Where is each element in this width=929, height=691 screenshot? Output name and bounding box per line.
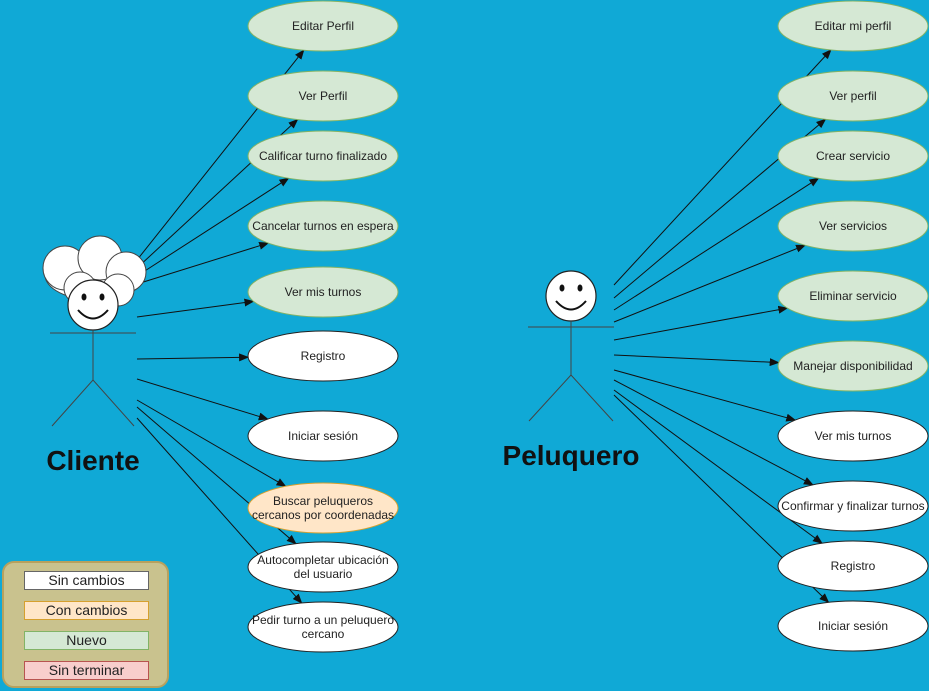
cliente-association-7 xyxy=(136,378,269,421)
use-case-ellipse[interactable] xyxy=(247,130,399,182)
use-case-label: Ver Perfil xyxy=(299,89,348,103)
peluquero-use-case-2[interactable]: Ver perfil xyxy=(777,70,929,122)
use-case-label: Registro xyxy=(831,559,876,573)
use-case-ellipse[interactable] xyxy=(247,0,399,52)
use-case-ellipse[interactable] xyxy=(247,541,399,593)
use-case-label: Ver mis turnos xyxy=(815,429,892,443)
use-case-ellipse[interactable] xyxy=(247,330,399,382)
cliente-use-case-1[interactable]: Editar Perfil xyxy=(247,0,399,52)
peluquero-association-5 xyxy=(613,305,789,341)
use-case-ellipse[interactable] xyxy=(777,70,929,122)
peluquero-association-8 xyxy=(613,379,814,486)
use-case-ellipse[interactable] xyxy=(777,600,929,652)
legend: Sin cambios Con cambios Nuevo Sin termin… xyxy=(2,561,169,688)
use-case-ellipse[interactable] xyxy=(247,410,399,462)
peluquero-use-case-9[interactable]: Registro xyxy=(777,540,929,592)
peluquero-use-case-1[interactable]: Editar mi perfil xyxy=(777,0,929,52)
cliente-actor: Cliente xyxy=(42,235,147,476)
use-case-label: Iniciar sesión xyxy=(818,619,888,633)
use-case-label: Ver servicios xyxy=(819,219,887,233)
use-case-label: Manejar disponibilidad xyxy=(793,359,912,373)
peluquero-association-6 xyxy=(613,354,780,367)
peluquero-use-case-5[interactable]: Eliminar servicio xyxy=(777,270,929,322)
use-case-label: Eliminar servicio xyxy=(809,289,897,303)
use-case-label: Ver mis turnos xyxy=(285,285,362,299)
legend-con-cambios: Con cambios xyxy=(24,601,149,620)
use-case-label: cercanos por coordenadas xyxy=(252,508,394,522)
use-case-label: Editar Perfil xyxy=(292,19,354,33)
use-case-label: cercano xyxy=(302,627,345,641)
use-case-ellipse[interactable] xyxy=(777,340,929,392)
cliente-label: Cliente xyxy=(46,445,139,476)
use-case-ellipse[interactable] xyxy=(777,480,929,532)
peluquero-label: Peluquero xyxy=(503,440,640,471)
use-case-label: Crear servicio xyxy=(816,149,890,163)
use-case-ellipse[interactable] xyxy=(247,70,399,122)
peluquero-actor: Peluquero xyxy=(503,270,640,471)
use-case-ellipse[interactable] xyxy=(777,130,929,182)
cliente-use-case-6[interactable]: Registro xyxy=(247,330,399,382)
use-case-ellipse[interactable] xyxy=(777,540,929,592)
cliente-association-5 xyxy=(136,298,255,318)
cliente-association-8 xyxy=(136,399,287,487)
use-case-ellipse[interactable] xyxy=(777,270,929,322)
use-case-ellipse[interactable] xyxy=(247,200,399,252)
peluquero-use-case-6[interactable]: Manejar disponibilidad xyxy=(777,340,929,392)
cliente-association-6 xyxy=(136,353,250,362)
peluquero-use-case-7[interactable]: Ver mis turnos xyxy=(777,410,929,462)
use-case-label: Pedir turno a un peluquero xyxy=(252,613,394,627)
use-case-label: Calificar turno finalizado xyxy=(259,149,387,163)
use-case-ellipse[interactable] xyxy=(247,266,399,318)
use-case-label: Iniciar sesión xyxy=(288,429,358,443)
use-case-label: Autocompletar ubicación xyxy=(257,553,388,567)
cliente-use-case-2[interactable]: Ver Perfil xyxy=(247,70,399,122)
cliente-use-case-3[interactable]: Calificar turno finalizado xyxy=(247,130,399,182)
peluquero-association-4 xyxy=(613,244,807,323)
cliente-association-3 xyxy=(136,177,290,277)
cliente-head-icon xyxy=(67,279,119,331)
use-case-ellipse[interactable] xyxy=(777,0,929,52)
use-case-label: Registro xyxy=(301,349,346,363)
legend-nuevo: Nuevo xyxy=(24,631,149,650)
peluquero-use-case-4[interactable]: Ver servicios xyxy=(777,200,929,252)
peluquero-association-3 xyxy=(613,177,820,311)
peluquero-use-case-8[interactable]: Confirmar y finalizar turnos xyxy=(777,480,929,532)
peluquero-association-7 xyxy=(613,369,797,422)
use-case-label: Ver perfil xyxy=(829,89,876,103)
peluquero-use-case-3[interactable]: Crear servicio xyxy=(777,130,929,182)
use-case-label: Confirmar y finalizar turnos xyxy=(781,499,924,513)
use-case-ellipse[interactable] xyxy=(247,601,399,653)
use-case-ellipse[interactable] xyxy=(247,482,399,534)
cliente-use-case-7[interactable]: Iniciar sesión xyxy=(247,410,399,462)
peluquero-head-icon xyxy=(545,270,597,322)
use-case-label: Buscar peluqueros xyxy=(273,494,373,508)
cliente-use-case-4[interactable]: Cancelar turnos en espera xyxy=(247,200,399,252)
cliente-association-4 xyxy=(136,241,270,285)
legend-sin-cambios: Sin cambios xyxy=(24,571,149,590)
peluquero-use-case-10[interactable]: Iniciar sesión xyxy=(777,600,929,652)
use-case-label: Cancelar turnos en espera xyxy=(252,219,394,233)
use-case-ellipse[interactable] xyxy=(777,200,929,252)
legend-sin-terminar: Sin terminar xyxy=(24,661,149,680)
use-case-label: del usuario xyxy=(294,567,353,581)
use-case-label: Editar mi perfil xyxy=(815,19,892,33)
cliente-use-case-5[interactable]: Ver mis turnos xyxy=(247,266,399,318)
use-case-ellipse[interactable] xyxy=(777,410,929,462)
